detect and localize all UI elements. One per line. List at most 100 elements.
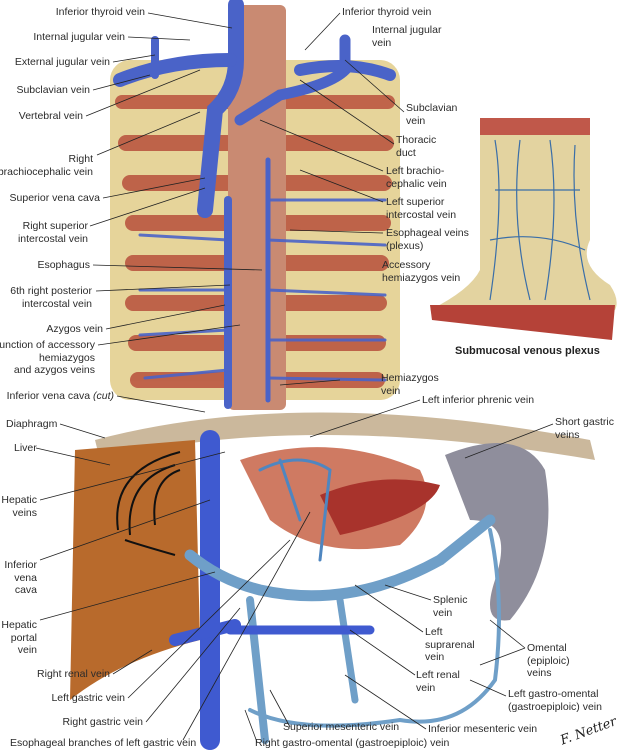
label-inferior-vena-cava-cut: Inferior vena cava (cut) [7, 390, 114, 403]
label-left-brachiocephalic-vein: Left brachio-cephalic vein [386, 165, 447, 190]
label-line: veins [555, 428, 580, 441]
label-line: Thoracic [396, 134, 437, 146]
diaphragm [95, 412, 595, 460]
leader-lines [35, 12, 554, 743]
label-line: brachiocephalic vein [0, 165, 93, 178]
label-line: vein [17, 644, 37, 656]
label-note: (cut) [93, 390, 114, 402]
label-inferior-mesenteric-vein: Inferior mesenteric vein [428, 723, 538, 735]
label-line: Hemiazygos [381, 372, 439, 384]
label-line: (epiploic) [527, 654, 570, 667]
artist-signature: F. Netter [558, 714, 620, 749]
label-line: and azygos veins [13, 364, 95, 376]
label-line: vein [416, 681, 436, 694]
inset-caption: Submucosal venous plexus [455, 345, 600, 357]
label-line: cava [14, 584, 37, 596]
label-line: Esophageal veins [386, 227, 469, 239]
label-line: vena [14, 571, 37, 584]
label-line: duct [396, 146, 416, 159]
label-line: intercostal vein [21, 297, 92, 310]
label-right-gastric-vein: Right gastric vein [62, 716, 143, 728]
abdominal-veins [169, 430, 501, 750]
hepatic-flow-arrows [116, 451, 181, 556]
label-liver: Liver [14, 442, 37, 454]
label-line: Accessory [382, 259, 431, 271]
label-line: Left [425, 626, 443, 638]
label-line: hemiazygos [38, 351, 95, 364]
label-line: vein [425, 651, 445, 663]
label-line: vein [433, 606, 453, 619]
label-right-renal-vein: Right renal vein [37, 668, 110, 680]
label-line: veins [527, 667, 552, 679]
label-line: suprarenal [425, 638, 475, 651]
label-text: Inferior vena cava [6, 390, 91, 402]
label-line: Left brachio- [386, 165, 445, 177]
label-line: Omental [527, 642, 567, 654]
label-left-gastro-omental-vein: Left gastro-omental(gastroepiploic) vein [508, 688, 602, 713]
label-line: Splenic [433, 594, 468, 606]
label-line: Short gastric [555, 416, 614, 428]
label-line: Hepatic [1, 619, 37, 631]
label-right-gastro-omental-vein: Right gastro-omental (gastroepiploic) ve… [255, 737, 450, 749]
label-external-jugular-vein: External jugular vein [14, 56, 110, 68]
label-line: vein [406, 114, 426, 127]
label-line: 6th right posterior [10, 285, 92, 297]
submucosal-plexus-inset [430, 118, 617, 340]
thoracic-veins [113, 0, 396, 409]
label-line: intercostal vein [386, 208, 457, 221]
label-line: veins [12, 506, 37, 519]
liver [70, 440, 200, 700]
label-left-gastric-vein: Left gastric vein [51, 692, 125, 704]
label-line: Internal jugular [372, 24, 442, 36]
label-line: portal [10, 631, 37, 644]
label-line: Left gastro-omental [508, 688, 599, 700]
label-diaphragm: Diaphragm [6, 418, 58, 430]
label-superior-mesenteric-vein: Superior mesenteric vein [283, 721, 400, 733]
label-line: Junction of accessory [0, 339, 95, 351]
label-inferior-thyroid-vein-right: Inferior thyroid vein [55, 6, 145, 18]
label-line: intercostal vein [17, 232, 88, 245]
label-esophagus: Esophagus [37, 259, 90, 271]
label-inferior-thyroid-vein-left: Inferior thyroid vein [342, 6, 432, 18]
label-line: Left renal [416, 669, 460, 681]
label-line: Subclavian [406, 102, 458, 114]
label-line: Left superior [386, 196, 445, 208]
label-esophageal-veins-plexus: Esophageal veins(plexus) [386, 227, 469, 252]
label-line: vein [381, 384, 401, 397]
label-vertebral-vein: Vertebral vein [18, 110, 83, 122]
label-left-inferior-phrenic-vein: Left inferior phrenic vein [422, 394, 535, 406]
label-line: cephalic vein [386, 177, 447, 190]
spleen [445, 443, 549, 621]
label-line: Right [68, 153, 93, 165]
label-subclavian-vein-right: Subclavian vein [16, 84, 90, 96]
label-line: Right superior [22, 220, 88, 232]
label-line: (gastroepiploic) vein [508, 700, 602, 713]
label-azygos-vein: Azygos vein [46, 323, 103, 335]
label-line: Hepatic [1, 494, 37, 506]
label-line: vein [372, 36, 392, 49]
label-omental-epiploic-veins: Omental(epiploic)veins [527, 642, 570, 680]
label-line: hemiazygos vein [382, 271, 461, 284]
label-line: (plexus) [386, 239, 424, 252]
label-internal-jugular-vein-right: Internal jugular vein [33, 31, 125, 43]
label-esophageal-branches-left-gastric-vein: Esophageal branches of left gastric vein [10, 737, 197, 749]
